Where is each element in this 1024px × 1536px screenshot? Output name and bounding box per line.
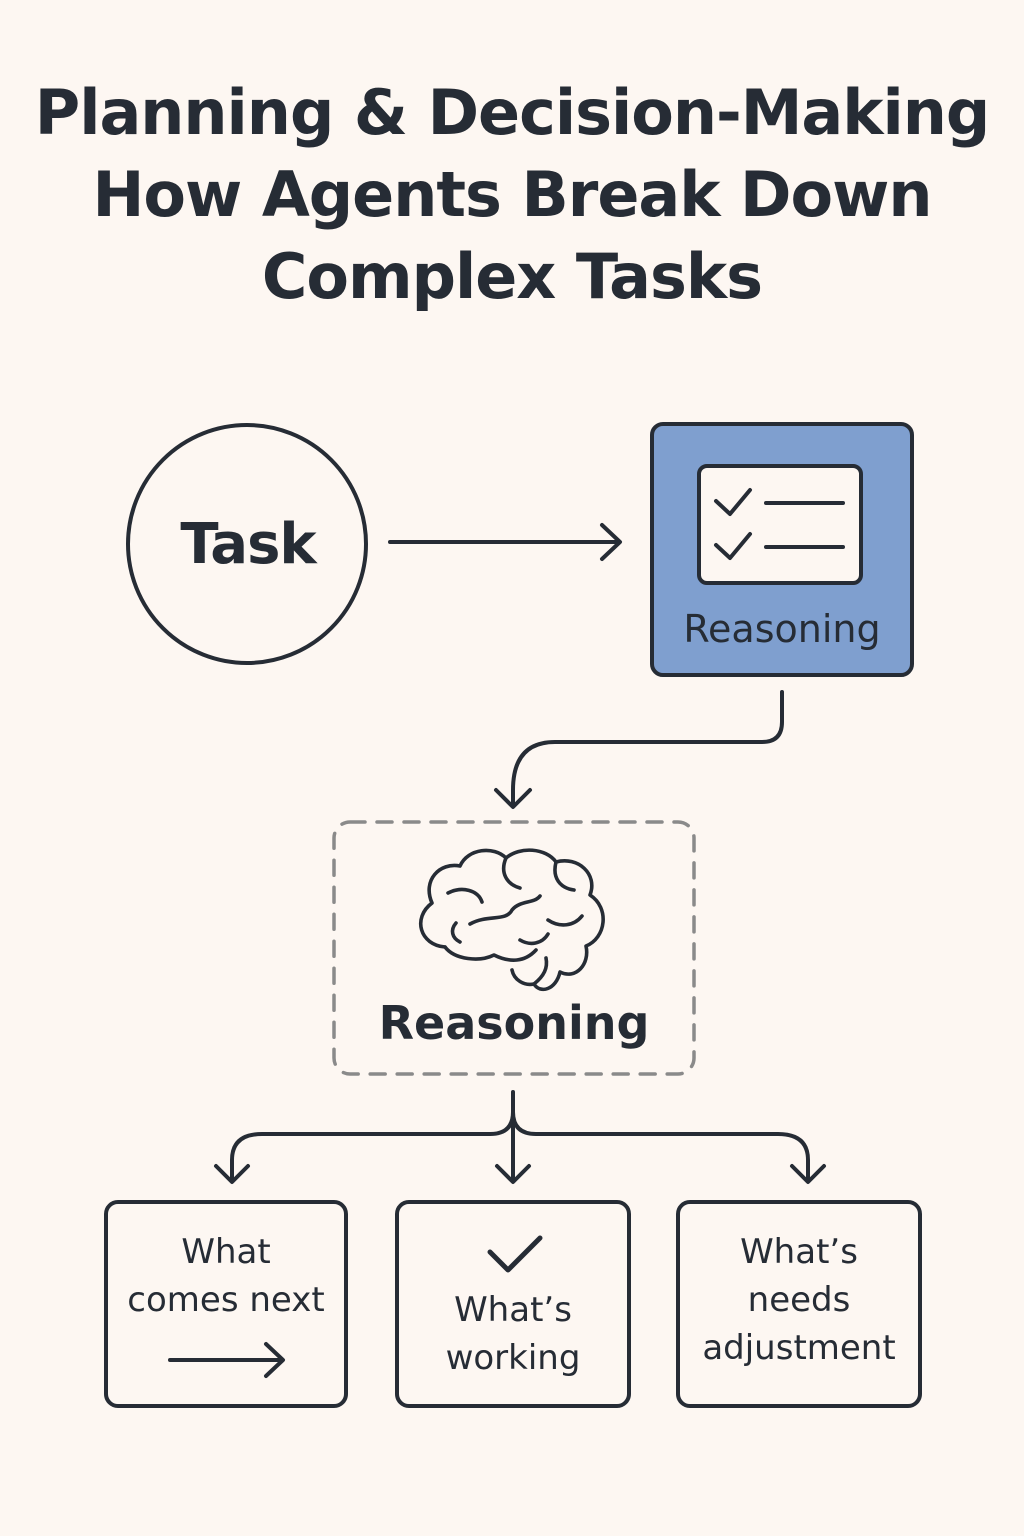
- diagram-title: Planning & Decision-Making How Agents Br…: [0, 72, 1024, 318]
- reasoning-mid-node: [332, 820, 696, 1076]
- output-box-what-comes-next: [104, 1200, 348, 1408]
- branch-connectors: [214, 1090, 826, 1184]
- brain-icon: [419, 848, 605, 992]
- reasoning-top-label: Reasoning: [683, 607, 881, 651]
- output-2-line-1: What’s: [454, 1290, 572, 1330]
- output-label-what-comes-next: What comes next: [106, 1228, 346, 1324]
- arrow-task-to-reasoning: [388, 523, 622, 561]
- output-3-line-2: needs: [747, 1280, 851, 1320]
- output-label-whats-working: What’s working: [397, 1286, 629, 1382]
- arrow-reasoning-to-brain: [494, 690, 784, 809]
- task-label: Task: [180, 512, 316, 577]
- arrow-right-icon: [168, 1342, 285, 1378]
- output-1-line-1: What: [181, 1232, 271, 1272]
- output-3-line-1: What’s: [740, 1232, 858, 1272]
- output-2-line-2: working: [445, 1338, 581, 1378]
- output-box-whats-working: [395, 1200, 631, 1408]
- title-line-2: How Agents Break Down: [92, 158, 932, 231]
- task-node: [126, 423, 368, 665]
- output-1-line-2: comes next: [127, 1280, 325, 1320]
- title-line-3: Complex Tasks: [261, 240, 763, 313]
- checklist-icon: [697, 464, 863, 585]
- checkmark-icon: [487, 1235, 543, 1273]
- reasoning-mid-label: Reasoning: [378, 996, 650, 1050]
- output-box-needs-adjustment: [676, 1200, 922, 1408]
- output-3-line-3: adjustment: [702, 1328, 896, 1368]
- title-line-1: Planning & Decision-Making: [34, 76, 991, 149]
- output-label-needs-adjustment: What’s needs adjustment: [678, 1228, 920, 1372]
